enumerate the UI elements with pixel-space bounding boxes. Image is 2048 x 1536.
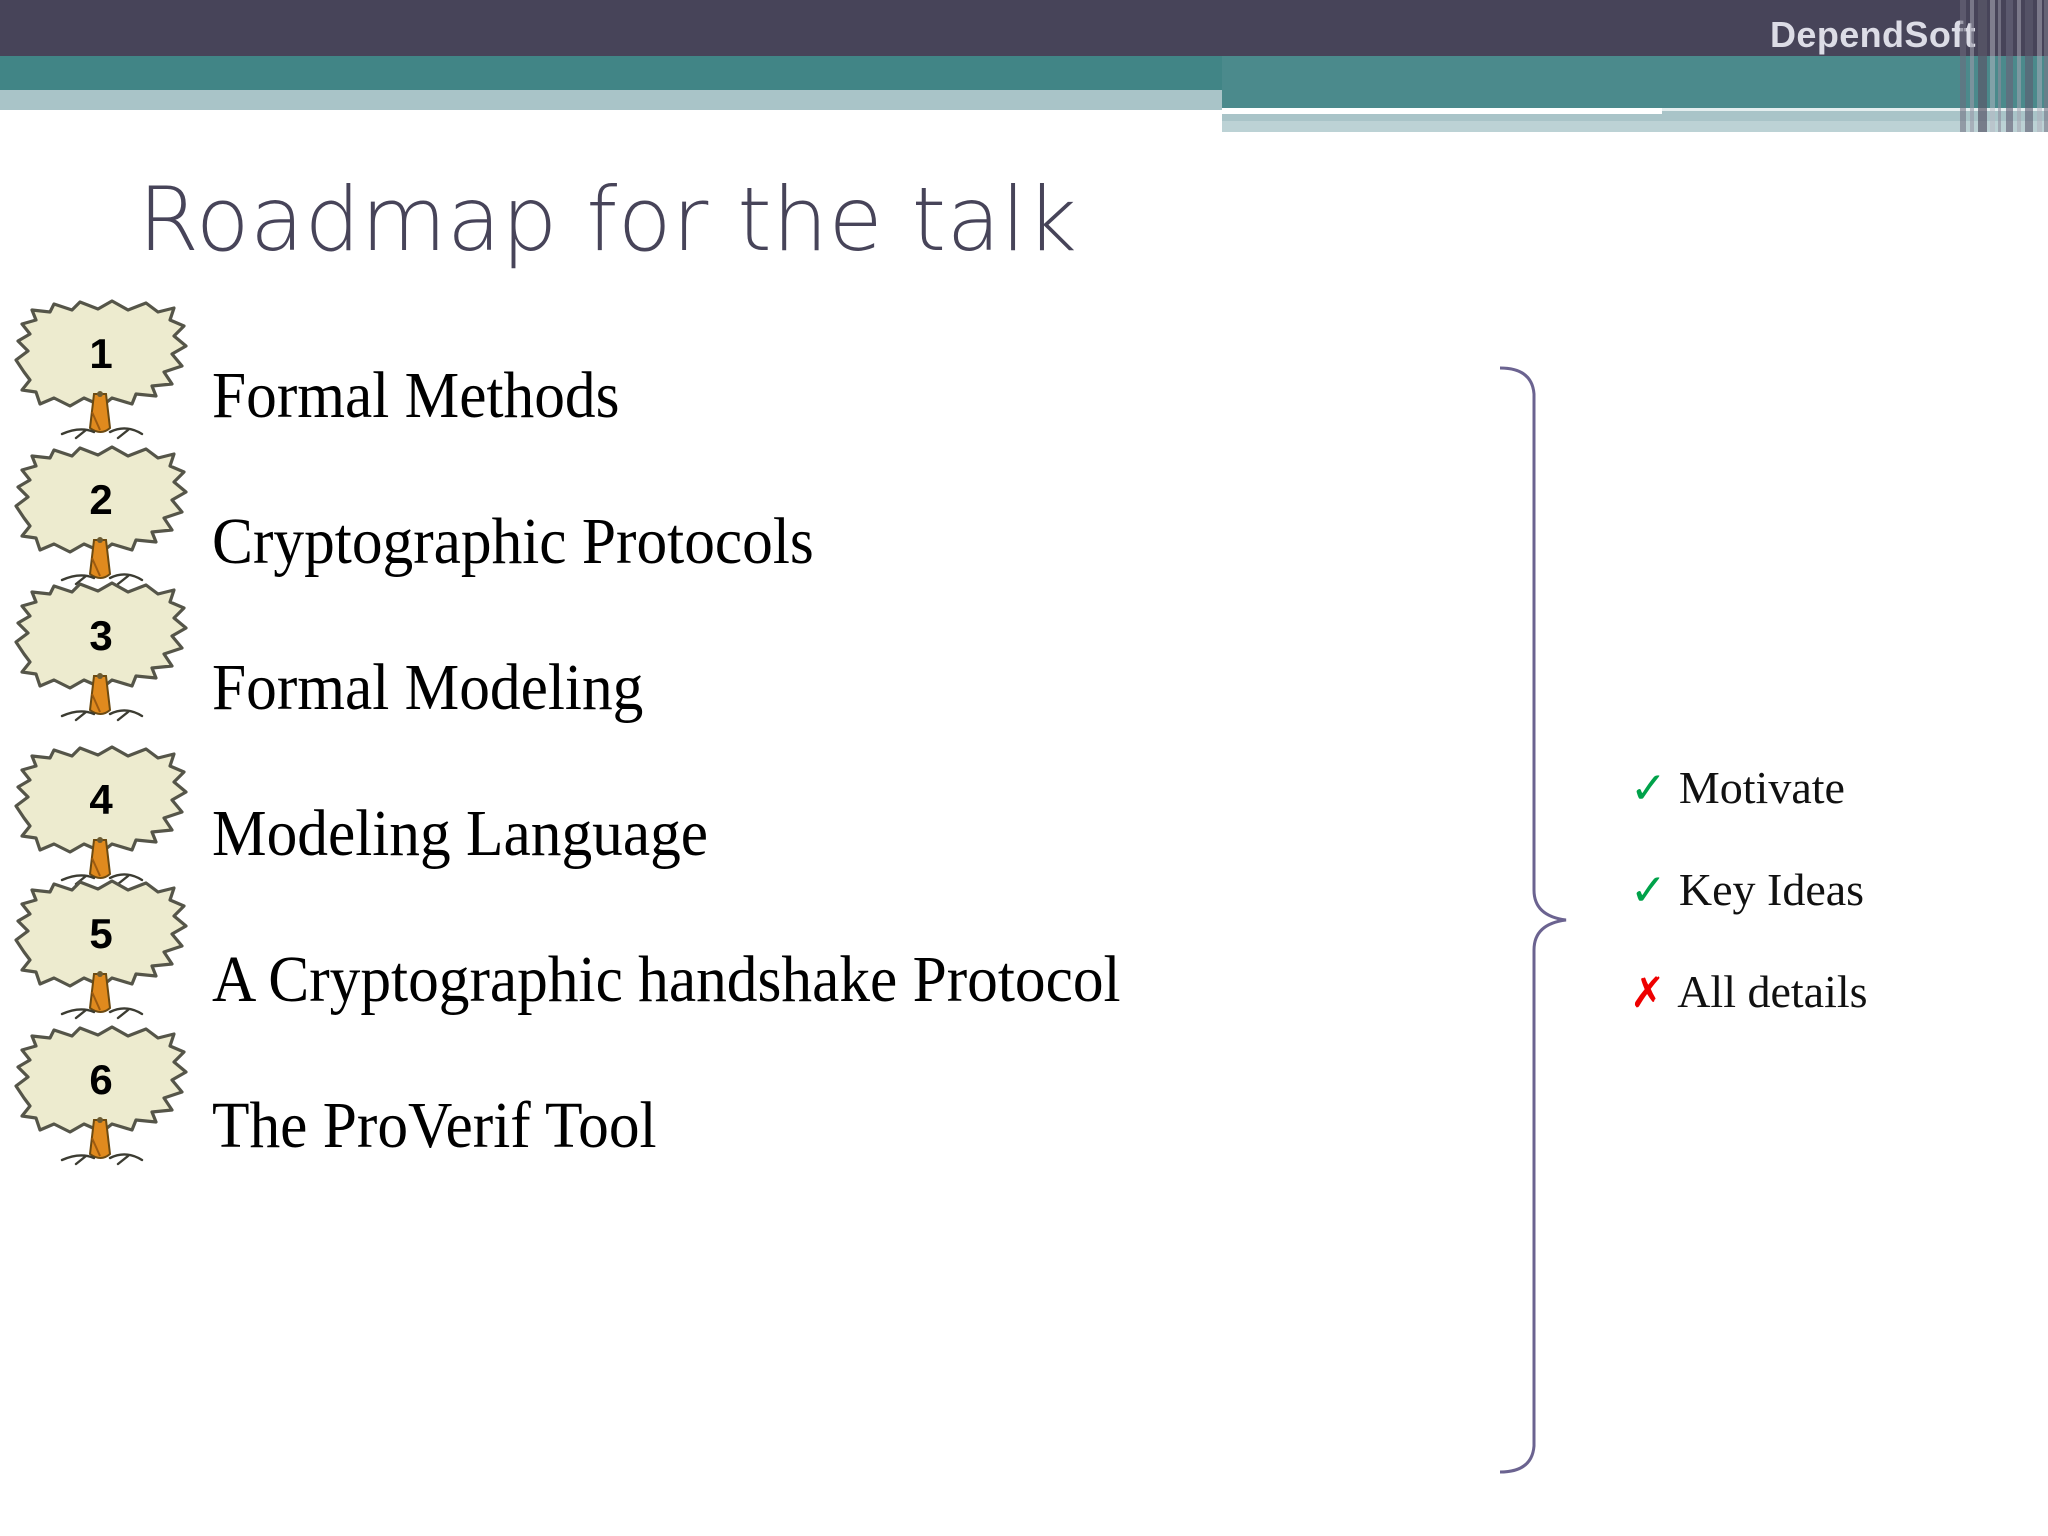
- sign-number: 1: [89, 330, 113, 377]
- list-item[interactable]: 3 Formal Modeling: [0, 581, 1560, 768]
- list-item[interactable]: 2 Cryptographic Protocols: [0, 445, 1560, 622]
- signpost-icon: 5: [6, 874, 196, 1044]
- sign-number: 4: [89, 776, 113, 823]
- sign-number: 3: [89, 612, 113, 659]
- signpost-icon: 3: [6, 576, 196, 746]
- signpost-icon: 6: [6, 1020, 196, 1190]
- sign-number: 2: [89, 476, 113, 523]
- list-item-label: A Cryptographic handshake Protocol: [212, 943, 1121, 1016]
- list-item[interactable]: 6 The ProVerif Tool: [0, 1025, 1560, 1206]
- signpost-icon: 1: [6, 294, 196, 464]
- list-item-label: Formal Methods: [212, 359, 620, 432]
- check-icon: ✓: [1630, 865, 1667, 917]
- note-label: All details: [1677, 966, 1868, 1018]
- signpost-icon: 2: [6, 440, 196, 610]
- header-dark-band: [0, 0, 2048, 56]
- note-item: ✓Key Ideas: [1630, 862, 2030, 918]
- group-brace: [1480, 360, 1630, 1480]
- sign-number: 5: [89, 910, 113, 957]
- list-item-label: Modeling Language: [212, 797, 709, 870]
- note-item: ✓Motivate: [1630, 760, 2030, 816]
- list-item[interactable]: 4 Modeling Language: [0, 745, 1560, 914]
- note-label: Motivate: [1678, 762, 1845, 813]
- list-item-label: The ProVerif Tool: [212, 1089, 657, 1162]
- list-item[interactable]: 5 A Cryptographic handshake Protocol: [0, 879, 1560, 1060]
- header-light-band-right-lower: [1222, 121, 2048, 132]
- header-teal-right-block: [1222, 56, 2048, 108]
- side-notes: ✓Motivate ✓Key Ideas ✗All details: [1630, 760, 2030, 1066]
- header-white-stripe-secondary: [1662, 108, 2048, 111]
- signpost-icon: 4: [6, 740, 196, 910]
- header-white-stripe: [1222, 108, 1662, 114]
- list-item-label: Formal Modeling: [212, 651, 644, 724]
- page-title: Roadmap for the talk: [138, 168, 1078, 271]
- list-item[interactable]: 1 Formal Methods: [0, 299, 1560, 476]
- note-label: Key Ideas: [1678, 864, 1865, 916]
- list-item-label: Cryptographic Protocols: [212, 505, 814, 578]
- cross-icon: ✗: [1630, 968, 1666, 1018]
- note-item: ✗All details: [1630, 964, 1870, 1020]
- check-icon: ✓: [1630, 763, 1667, 814]
- sign-number: 6: [89, 1056, 113, 1103]
- brand-label: DependSoft: [1770, 14, 1976, 55]
- header-edge-stripes: [1960, 0, 2048, 132]
- header-light-band-left: [0, 90, 1222, 110]
- roadmap-list: 1 Formal Methods 2 Cryptographic Protoco…: [0, 299, 1560, 1206]
